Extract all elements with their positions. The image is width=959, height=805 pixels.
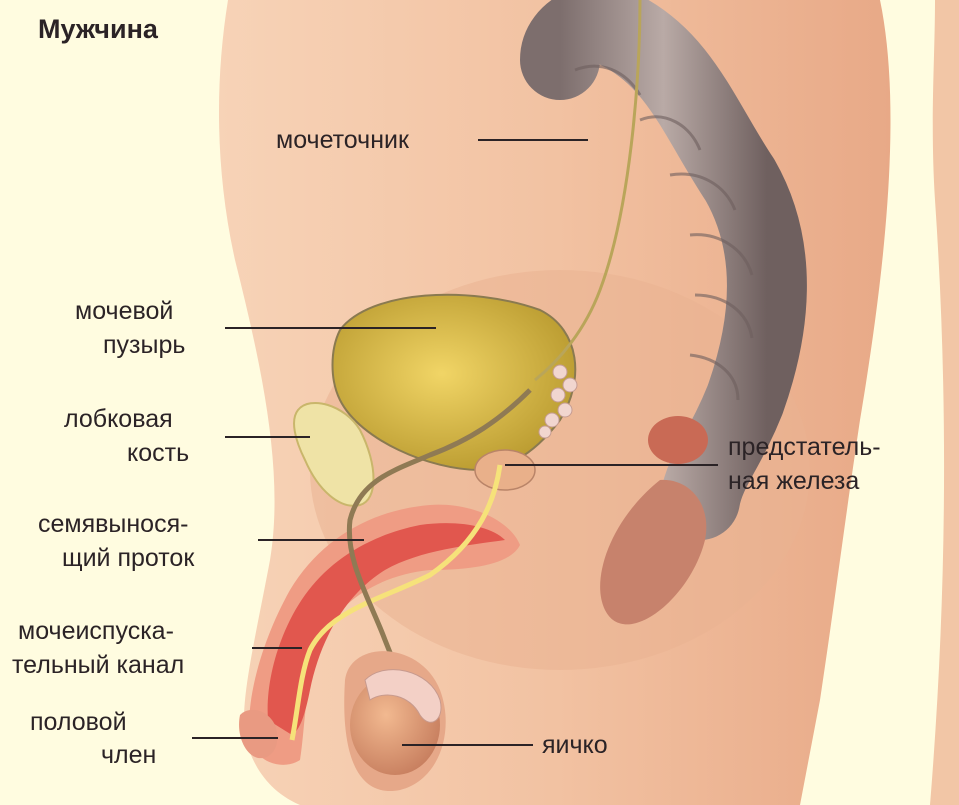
label-bladder-line1: мочевой <box>75 296 173 326</box>
prostate <box>475 450 535 490</box>
back-edge <box>930 0 959 805</box>
label-testis: яичко <box>542 730 608 760</box>
rectum-opening <box>648 416 708 464</box>
label-bladder-line2: пузырь <box>103 330 185 360</box>
label-pubic-line1: лобковая <box>64 404 173 434</box>
label-penis-line2: член <box>101 740 156 770</box>
label-penis-line1: половой <box>30 707 127 737</box>
label-ureter: мочеточник <box>276 125 409 155</box>
diagram-title: Мужчина <box>38 14 158 45</box>
label-pubic-line2: кость <box>127 438 189 468</box>
label-vas-line1: семявынося- <box>38 509 188 539</box>
label-prostate-line2: ная железа <box>728 466 859 496</box>
label-urethra-line2: тельный канал <box>12 650 184 680</box>
label-vas-line2: щий проток <box>62 543 194 573</box>
label-prostate-line1: предстатель- <box>728 432 881 462</box>
label-urethra-line1: мочеиспуска- <box>18 616 174 646</box>
